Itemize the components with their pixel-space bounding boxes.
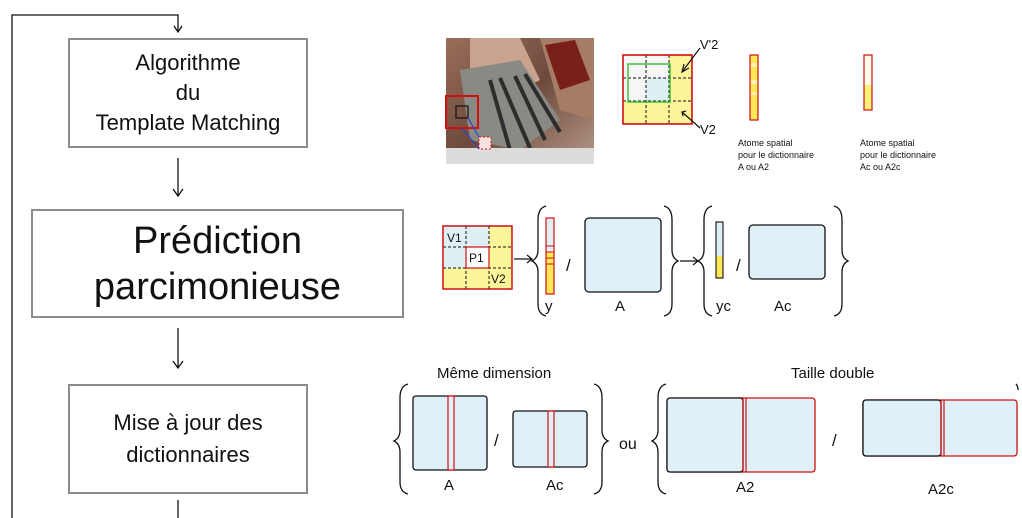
update-dictionary-A <box>412 395 488 471</box>
update-label-Ac: Ac <box>546 477 564 494</box>
vector-y <box>545 217 555 295</box>
label-yc: yc <box>716 298 732 315</box>
update-label-A2: A2 <box>736 479 754 496</box>
atom2-line2: pour le dictionnaire <box>860 150 936 160</box>
label-A: A <box>615 298 625 315</box>
cell-v2: V2 <box>491 272 506 286</box>
arrow-grid-to-y <box>514 254 533 264</box>
brace-y-A <box>530 205 680 317</box>
template-matching-box: Algorithme du Template Matching <box>68 38 308 148</box>
atom1-line1: Atome spatial <box>738 138 793 148</box>
dictionary-update-line2: dictionnaires <box>126 442 250 467</box>
atom2-line3: Ac ou A2c <box>860 162 901 172</box>
spatial-atom-2 <box>863 54 873 111</box>
sparse-prediction-box: Prédiction parcimonieuse <box>31 209 404 318</box>
matching-grid <box>622 47 701 129</box>
prediction-grid <box>442 225 513 290</box>
dictionary-A <box>584 217 662 293</box>
brace-same-dimension <box>392 383 610 495</box>
double-size-label: Taille double <box>791 365 874 382</box>
sample-photo <box>445 38 594 164</box>
brace-yc-Ac <box>696 205 850 317</box>
cell-v1: V1 <box>447 231 462 245</box>
update-label-A2c: A2c <box>928 481 954 498</box>
sparse-prediction-line1: Prédiction <box>133 219 302 262</box>
dictionary-update-line1: Mise à jour des <box>113 410 263 435</box>
slash-yc-Ac: / <box>736 256 741 275</box>
arrow-A-to-yc <box>680 256 699 266</box>
brace-double-size <box>650 383 1019 495</box>
update-dictionary-A2c <box>862 399 1018 457</box>
atom1-line2: pour le dictionnaire <box>738 150 814 160</box>
label-Ac: Ac <box>774 298 792 315</box>
flow-arrow-1 <box>172 158 184 198</box>
label-y: y <box>545 298 553 315</box>
update-dictionary-A2 <box>666 397 816 473</box>
label-v2-prime: V'2 <box>700 37 718 52</box>
template-matching-line1: Algorithme <box>135 50 241 75</box>
template-matching-line3: Template Matching <box>95 110 281 135</box>
dictionary-update-box: Mise à jour des dictionnaires <box>68 384 308 494</box>
dictionary-Ac <box>748 224 826 280</box>
label-v2: V2 <box>700 122 716 137</box>
atom1-line3: A ou A2 <box>738 162 769 172</box>
spatial-atom-1 <box>749 54 759 121</box>
slash-y-A: / <box>566 256 571 275</box>
slash-A-Ac: / <box>494 431 499 450</box>
update-dictionary-Ac <box>512 410 588 468</box>
ou-label: ou <box>619 436 637 453</box>
sparse-prediction-line2: parcimonieuse <box>93 265 342 308</box>
feedback-loop <box>11 14 183 518</box>
atom2-line1: Atome spatial <box>860 138 915 148</box>
flow-arrow-2 <box>172 328 184 370</box>
update-label-A: A <box>444 477 454 494</box>
slash-A2-A2c: / <box>832 431 837 450</box>
template-matching-line2: du <box>175 80 201 105</box>
vector-yc <box>715 221 724 279</box>
cell-p1: P1 <box>469 251 484 265</box>
same-dimension-label: Même dimension <box>437 365 551 382</box>
